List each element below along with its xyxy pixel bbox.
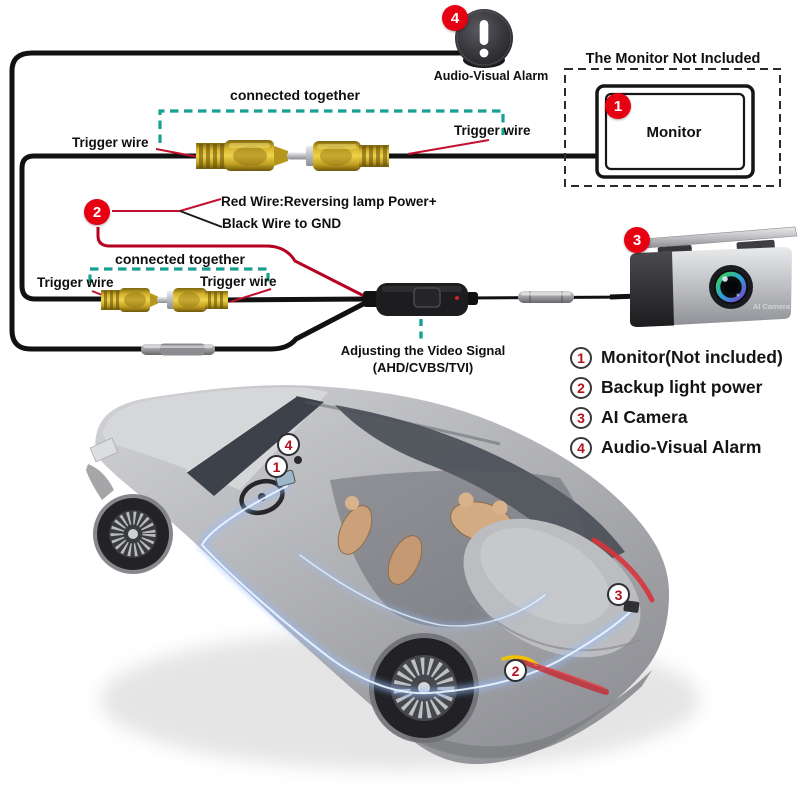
car-grille [86, 464, 114, 500]
connected-together-bottom-label: connected together [115, 251, 245, 267]
legend-item-monitor: 1 Monitor(Not included) [570, 346, 783, 369]
dash-alarm-dot [294, 456, 302, 464]
badge-alarm: 4 [442, 5, 468, 31]
alarm-main-wire [9, 50, 462, 352]
car-marker-alarm: 4 [277, 433, 300, 456]
legend: 1 Monitor(Not included) 2 Backup light p… [570, 346, 783, 466]
power-red-wire [96, 227, 369, 300]
inline-connector-left [141, 343, 215, 356]
leader-lines [91, 139, 490, 303]
legend-label-monitor: Monitor(Not included) [601, 347, 783, 367]
red-wire-split-line [112, 198, 222, 212]
rear-camera-unit [623, 600, 640, 613]
taillight-lower [517, 657, 609, 695]
connected-bracket-bottom [88, 267, 270, 284]
badge-camera: 3 [624, 227, 650, 253]
trigger-wire-bottom-right-label: Trigger wire [200, 274, 277, 289]
legend-num-1: 1 [570, 346, 592, 369]
monitor-box [564, 68, 781, 187]
car-bumper-shadow [400, 670, 652, 759]
inline-connector-right [518, 291, 574, 303]
legend-item-ai-camera: 3 AI Camera [570, 406, 783, 429]
video-signal-adjuster [363, 283, 478, 316]
car-marker-camera: 3 [607, 583, 630, 606]
alarm-exclamation-icon [479, 20, 489, 58]
rca-male-top [196, 140, 308, 171]
legend-label-ai-camera: AI Camera [601, 407, 688, 427]
backup-light-wire-yellow [501, 655, 538, 666]
adjusting-video-label-line1: Adjusting the Video Signal [340, 343, 506, 358]
camera-lens-icon [709, 265, 753, 309]
red-wire-label: Red Wire:Reversing lamp Power+ [221, 194, 437, 209]
rca-male-bottom [101, 288, 171, 312]
legend-label-alarm: Audio-Visual Alarm [601, 437, 762, 457]
connected-together-top-label: connected together [230, 87, 360, 103]
legend-label-backup-light: Backup light power [601, 377, 763, 397]
alarm-label: Audio-Visual Alarm [433, 69, 549, 83]
taillight-upper [591, 537, 655, 603]
legend-item-alarm: 4 Audio-Visual Alarm [570, 436, 783, 459]
adjusting-video-label-line2: (AHD/CVBS/TVI) [372, 360, 474, 375]
monitor-label: Monitor [646, 124, 702, 141]
backup-light-wire-red [527, 661, 605, 689]
rca-female-top [306, 141, 389, 171]
legend-item-backup-light: 2 Backup light power [570, 376, 783, 399]
car-marker-monitor: 1 [265, 455, 288, 478]
connected-bracket-top [158, 109, 505, 143]
black-wire-split-line [179, 210, 223, 228]
car-headlight [89, 437, 119, 463]
front-wheel [93, 494, 173, 574]
car-marker-power: 2 [504, 659, 527, 682]
camera-device [630, 226, 798, 327]
legend-num-2: 2 [570, 376, 592, 399]
car-windshield [186, 396, 324, 496]
rca-female-bottom [167, 288, 228, 312]
legend-num-4: 4 [570, 436, 592, 459]
trigger-wire-bottom-left-label: Trigger wire [37, 275, 114, 290]
camera-body-text: AI Camera [752, 302, 790, 311]
trigger-wire-loop [19, 153, 198, 302]
glow-harness [197, 482, 634, 698]
monitor-note-label: The Monitor Not Included [585, 51, 761, 67]
monitor-screen [604, 92, 746, 171]
alarm-device [455, 9, 513, 68]
trigger-wire-top-left-label: Trigger wire [72, 135, 149, 150]
trigger-wire-to-adjuster [225, 296, 369, 303]
badge-power: 2 [84, 199, 110, 225]
adjuster-button [413, 287, 441, 308]
legend-num-3: 3 [570, 406, 592, 429]
black-wire-label: Black Wire to GND [222, 216, 342, 231]
trigger-wire-top-right-label: Trigger wire [454, 123, 531, 138]
badge-monitor: 1 [605, 93, 631, 119]
